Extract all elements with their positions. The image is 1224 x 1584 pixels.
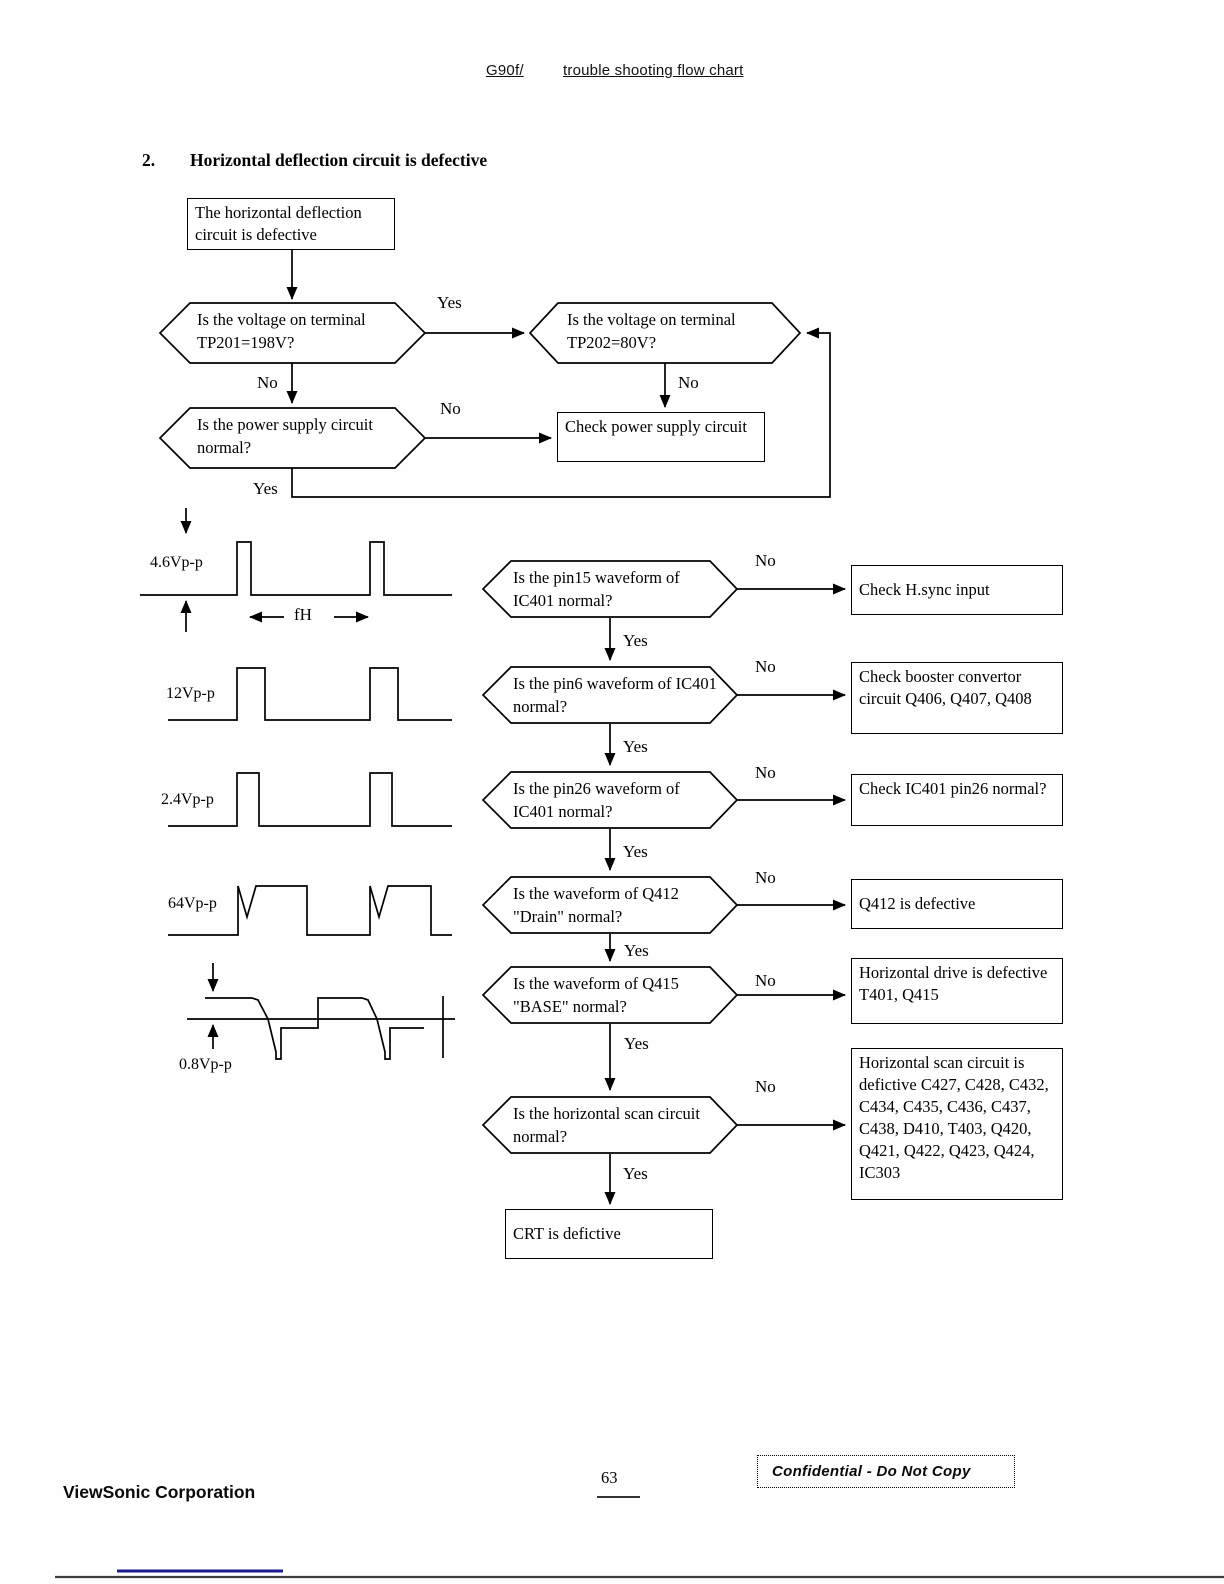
edge-label-no-q415: No: [755, 971, 776, 990]
waveform-4v6-trace: [140, 541, 452, 596]
decision-tp202-shape: [528, 302, 802, 364]
edge-label-no-psu: No: [440, 399, 461, 418]
edge-label-no-tp202: No: [678, 373, 699, 392]
header-title: trouble shooting flow chart: [563, 62, 744, 79]
decision-psu-text: Is the power supply circuit normal?: [197, 415, 373, 457]
edge-label-yes-tp201: Yes: [437, 293, 462, 312]
node-check-power-supply: Check power supply circuit: [557, 412, 765, 462]
section-title: Horizontal deflection circuit is defecti…: [190, 150, 488, 170]
node-crt-defective: CRT is defictive: [505, 1209, 713, 1259]
node-check-booster-convertor: Check booster convertor circuit Q406, Q4…: [851, 662, 1063, 734]
decision-pin6-shape: [481, 666, 739, 724]
decision-tp202-text: Is the voltage on terminal TP202=80V?: [567, 310, 736, 352]
edge-label-no-pin26: No: [755, 763, 776, 782]
decision-pin6-text: Is the pin6 waveform of IC401 normal?: [513, 674, 717, 716]
waveform-0v8-trace: [205, 997, 424, 1060]
confidential-stamp: Confidential - Do Not Copy: [757, 1455, 1015, 1488]
decision-pin15-shape: [481, 560, 739, 618]
edge-label-no-pin6: No: [755, 657, 776, 676]
edge-label-yes-pin6: Yes: [623, 737, 648, 756]
edge-label-yes-pin15: Yes: [623, 631, 648, 650]
decision-tp201-text: Is the voltage on terminal TP201=198V?: [197, 310, 366, 352]
edge-label-no-q412: No: [755, 868, 776, 887]
edge-label-yes-q412: Yes: [624, 941, 649, 960]
node-check-ic401-pin26: Check IC401 pin26 normal?: [851, 774, 1063, 826]
waveform-0v8-label: 0.8Vp-p: [179, 1056, 232, 1073]
decision-q412-shape: [481, 876, 739, 934]
node-check-hsync-input: Check H.sync input: [851, 565, 1063, 615]
waveform-2v4-label: 2.4Vp-p: [161, 791, 214, 808]
edge-psu-yes-loop-to-tp202: [291, 327, 831, 498]
decision-pin15-text: Is the pin15 waveform of IC401 normal?: [513, 568, 680, 610]
edge-label-yes-hscan: Yes: [623, 1164, 648, 1183]
waveform-2v4-trace: [168, 772, 452, 827]
waveform-12v-label: 12Vp-p: [166, 685, 215, 702]
waveform-64v-trace: [168, 885, 452, 936]
page-number: 63: [601, 1468, 618, 1487]
decision-pin26-text: Is the pin26 waveform of IC401 normal?: [513, 779, 680, 821]
waveform-12v-trace: [168, 667, 452, 721]
footer-company-name: ViewSonic Corporation: [63, 1482, 256, 1502]
edge-label-no-hscan: No: [755, 1077, 776, 1096]
section-number: 2.: [142, 150, 156, 170]
decision-pin26-shape: [481, 771, 739, 829]
edge-label-yes-psu: Yes: [253, 479, 278, 498]
header-model-label: G90f/: [486, 62, 524, 79]
waveform-4v6-label: 4.6Vp-p: [150, 554, 203, 571]
decision-psu-shape: [158, 407, 427, 469]
waveform-64v-label: 64Vp-p: [168, 895, 217, 912]
waveform-fh-period-label: fH: [294, 605, 312, 624]
edge-label-no-pin15: No: [755, 551, 776, 570]
decision-tp201-shape: [158, 302, 427, 364]
node-horizontal-drive-defective: Horizontal drive is defective T401, Q415: [851, 958, 1063, 1024]
node-horizontal-scan-defective: Horizontal scan circuit is defictive C42…: [851, 1048, 1063, 1200]
edge-label-yes-pin26: Yes: [623, 842, 648, 861]
decision-q412-text: Is the waveform of Q412 "Drain" normal?: [513, 884, 679, 926]
decision-hscan-shape: [481, 1096, 739, 1154]
decision-q415-text: Is the waveform of Q415 "BASE" normal?: [513, 974, 679, 1016]
edge-label-no-tp201: No: [257, 373, 278, 392]
decision-q415-shape: [481, 966, 739, 1024]
node-start: The horizontal deflection circuit is def…: [187, 198, 395, 250]
edge-label-yes-q415: Yes: [624, 1034, 649, 1053]
decision-hscan-text: Is the horizontal scan circuit normal?: [513, 1104, 700, 1146]
node-q412-defective: Q412 is defective: [851, 879, 1063, 929]
